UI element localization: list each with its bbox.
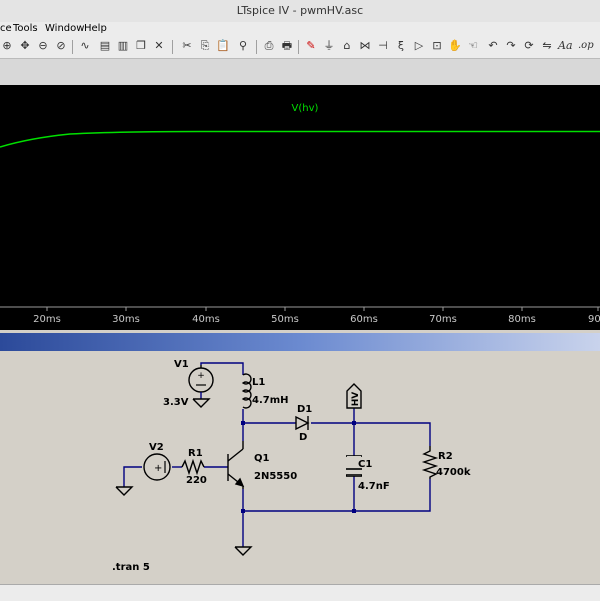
d1-value: D	[299, 432, 307, 443]
window-title: LTspice IV - pwmHV.asc	[236, 4, 364, 17]
r2-resistor[interactable]	[421, 446, 439, 479]
print-icon[interactable]: 🖶	[281, 39, 293, 52]
r1-name: R1	[188, 448, 203, 459]
x-tick-label: 90	[588, 314, 600, 325]
x-tick-label: 80ms	[508, 314, 536, 325]
x-tick-label: 20ms	[33, 314, 61, 325]
zoom-pan-icon[interactable]: ✥	[20, 39, 30, 52]
svg-text:+: +	[154, 463, 162, 474]
hv-net-label[interactable]	[346, 383, 362, 409]
x-tick-label: 30ms	[112, 314, 140, 325]
hv-label-text: HV	[351, 392, 361, 407]
v1-value: 3.3V	[163, 397, 189, 408]
drag-icon[interactable]: ☜	[468, 39, 478, 52]
v2-name: V2	[149, 442, 164, 453]
r2-name: R2	[438, 451, 453, 462]
zoom-cancel-icon[interactable]: ⊘	[56, 39, 66, 52]
trace-v-hv[interactable]	[0, 130, 600, 148]
menu-item-tools[interactable]: Tools	[13, 23, 38, 34]
move-icon[interactable]: ✋	[448, 39, 462, 52]
d1-diode[interactable]	[295, 415, 310, 431]
c1-name: C1	[358, 459, 372, 470]
waveform-plot[interactable]: V(hv) 20ms 30ms 40ms 50ms 60ms 70ms 80ms…	[0, 85, 600, 330]
schematic-window[interactable]: + V1 3.3V L1 4.7mH D1 D HV	[0, 351, 600, 584]
ground-icon[interactable]: ⏚	[323, 39, 335, 52]
r2-value: 4700k	[436, 467, 471, 478]
v1-source[interactable]: +	[188, 365, 214, 399]
x-tick-label: 60ms	[350, 314, 378, 325]
tile-horizontal-icon[interactable]: ▥	[117, 39, 129, 52]
waveform-icon[interactable]: ∿	[80, 39, 90, 52]
tile-icon[interactable]: ▤	[99, 39, 111, 52]
wires	[123, 362, 431, 547]
d1-name: D1	[297, 404, 312, 415]
mirror-icon[interactable]: ⇋	[542, 39, 552, 52]
junctions	[241, 421, 356, 513]
l1-inductor[interactable]	[241, 373, 252, 409]
waveform-window[interactable]: V(hv) 20ms 30ms 40ms 50ms 60ms 70ms 80ms…	[0, 85, 600, 330]
cascade-icon[interactable]: ❐	[136, 39, 146, 52]
mdi-background	[0, 59, 600, 85]
redo-icon[interactable]: ↷	[506, 39, 516, 52]
pencil-icon[interactable]: ✎	[306, 39, 316, 52]
ground-icon	[115, 486, 134, 496]
c1-capacitor[interactable]	[346, 455, 362, 477]
x-tick-label: 50ms	[271, 314, 299, 325]
capacitor-icon[interactable]: ⊣	[378, 39, 388, 52]
zoom-in-icon[interactable]: ⊕	[2, 39, 12, 52]
x-tick-group	[46, 307, 599, 311]
x-tick-label: 70ms	[429, 314, 457, 325]
v1-name: V1	[174, 359, 189, 370]
component-icon[interactable]: ⊡	[432, 39, 442, 52]
spice-directive-icon[interactable]: .op	[578, 40, 594, 51]
resistor-icon[interactable]: ⋈	[359, 39, 371, 52]
text-icon[interactable]: Aa	[558, 39, 573, 52]
menu-item-window[interactable]: Window	[45, 23, 85, 34]
close-icon[interactable]: ✕	[154, 39, 164, 52]
r1-value: 220	[186, 475, 207, 486]
print-setup-icon[interactable]: ⎙	[264, 39, 274, 52]
schematic-canvas[interactable]: + V1 3.3V L1 4.7mH D1 D HV	[0, 351, 600, 584]
q1-transistor[interactable]	[227, 441, 245, 489]
x-tick-label: 40ms	[192, 314, 220, 325]
schematic-window-titlebar[interactable]	[0, 333, 600, 351]
ground-icon	[192, 398, 211, 408]
v2-source[interactable]: +	[143, 453, 171, 481]
copy-icon[interactable]: ⎘	[200, 39, 210, 52]
svg-text:+: +	[197, 371, 205, 381]
spice-directive[interactable]: .tran 5	[112, 562, 150, 573]
q1-value: 2N5550	[254, 471, 297, 482]
status-bar	[0, 584, 600, 601]
trace-label[interactable]: V(hv)	[292, 103, 319, 114]
undo-icon[interactable]: ↶	[488, 39, 498, 52]
menu-item-view[interactable]: ce	[0, 23, 12, 34]
rotate-icon[interactable]: ⟳	[524, 39, 534, 52]
r1-resistor[interactable]	[181, 458, 205, 476]
toolbar: ⊕ ✥ ⊖ ⊘ ∿ ▤ ▥ ❐ ✕ ✂ ⎘ 📋 ⚲ ⎙ 🖶 ✎ ⏚ ⌂ ⋈ ⊣ …	[0, 36, 600, 59]
label-icon[interactable]: ⌂	[343, 39, 351, 52]
inductor-icon[interactable]: ξ	[397, 39, 405, 52]
c1-value: 4.7nF	[358, 481, 390, 492]
ground-icon	[234, 546, 253, 556]
title-bar: LTspice IV - pwmHV.asc	[0, 0, 600, 23]
cut-icon[interactable]: ✂	[182, 39, 192, 52]
paste-icon[interactable]: 📋	[216, 39, 230, 52]
find-icon[interactable]: ⚲	[238, 39, 248, 52]
l1-name: L1	[252, 377, 265, 388]
menu-item-help[interactable]: Help	[84, 23, 107, 34]
l1-value: 4.7mH	[252, 395, 289, 406]
plot-area	[0, 99, 600, 307]
q1-name: Q1	[254, 453, 270, 464]
zoom-out-icon[interactable]: ⊖	[38, 39, 48, 52]
menu-bar: ce Tools Window Help	[0, 22, 600, 36]
diode-icon[interactable]: ▷	[414, 39, 424, 52]
